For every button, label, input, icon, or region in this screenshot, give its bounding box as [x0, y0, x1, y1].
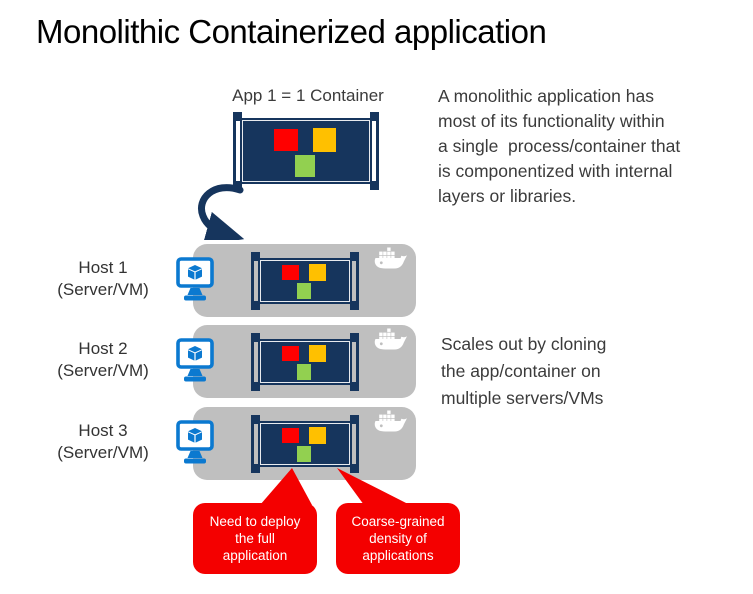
callout-deploy-full-app: Need to deploy the full application: [193, 503, 317, 574]
host-server-box: [193, 244, 416, 317]
vm-monitor-icon: [176, 257, 214, 303]
component-yellow-block: [309, 427, 327, 444]
host-name: Host 3: [78, 421, 128, 440]
container-icon: [233, 112, 379, 190]
container-bracket-left: [233, 112, 242, 190]
callout-coarse-grained: Coarse-grained density of applications: [336, 503, 460, 574]
component-green-block: [296, 446, 312, 462]
host-label: Host 3 (Server/VM): [28, 420, 178, 464]
component-green-block: [295, 154, 316, 178]
component-yellow-block: [312, 127, 337, 152]
component-green-block: [296, 364, 312, 380]
page-title: Monolithic Containerized application: [36, 13, 547, 50]
container-bracket-right: [349, 414, 359, 473]
host-server-box: [193, 407, 416, 480]
docker-whale-icon: [374, 328, 407, 350]
container-bracket-left: [250, 251, 260, 310]
host-name: Host 2: [78, 339, 128, 358]
host-name: Host 1: [78, 258, 128, 277]
component-yellow-block: [309, 264, 327, 281]
container-inner-border: [259, 422, 350, 465]
component-red-block: [281, 345, 299, 362]
curved-arrow-icon: [198, 184, 245, 240]
component-red-block: [274, 128, 299, 151]
container-bracket-right: [349, 251, 359, 310]
vm-monitor-icon: [176, 420, 214, 466]
vm-monitor-icon: [176, 338, 214, 384]
host-sub: (Server/VM): [57, 361, 149, 380]
container-inner-border: [259, 340, 350, 383]
monolith-description: A monolithic application has most of its…: [438, 86, 681, 206]
container-inner-border: [259, 259, 350, 302]
container-bracket-right: [349, 332, 359, 391]
callout-pointer: [260, 468, 410, 505]
container-icon: [250, 414, 359, 473]
app-container-label: App 1 = 1 Container: [232, 86, 384, 105]
component-red-block: [281, 427, 299, 444]
host-sub: (Server/VM): [57, 443, 149, 462]
container-icon: [250, 251, 359, 310]
host-server-box: [193, 325, 416, 398]
docker-whale-icon: [374, 247, 407, 269]
container-inner-border: [242, 120, 370, 182]
container-icon: [250, 332, 359, 391]
container-bracket-right: [370, 112, 379, 190]
container-bracket-left: [250, 414, 260, 473]
component-red-block: [281, 264, 299, 281]
docker-whale-icon: [374, 410, 407, 432]
component-yellow-block: [309, 345, 327, 362]
scale-note: Scales out by cloning the app/container …: [441, 334, 607, 408]
container-bracket-left: [250, 332, 260, 391]
host-label: Host 2 (Server/VM): [28, 338, 178, 382]
host-sub: (Server/VM): [57, 280, 149, 299]
component-green-block: [296, 283, 312, 299]
host-label: Host 1 (Server/VM): [28, 257, 178, 301]
